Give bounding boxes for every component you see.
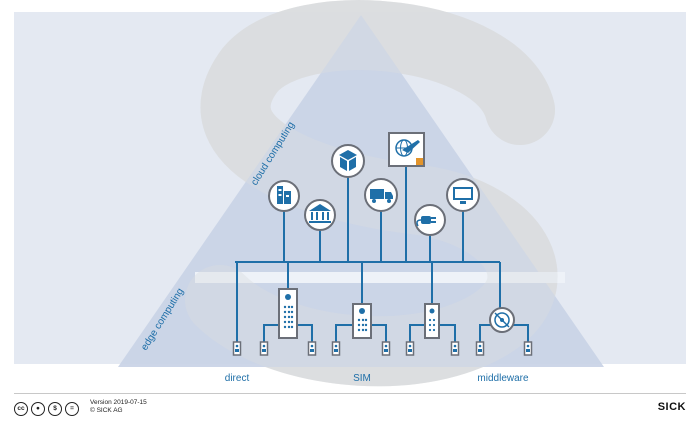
label-middleware: middleware <box>477 373 529 384</box>
label-sim: SIM <box>353 373 371 384</box>
middleware-disc-icon <box>489 307 515 333</box>
sensor-device-icon <box>307 341 317 356</box>
separator-band <box>195 272 565 283</box>
noncommercial-icon: $ <box>48 402 62 416</box>
footer: cc ● $ = Version 2019-07-15 © SICK AG SI… <box>0 393 700 433</box>
version-block: Version 2019-07-15 © SICK AG <box>90 399 147 415</box>
edge-nodes <box>278 288 515 339</box>
copyright-text: © SICK AG <box>90 407 123 414</box>
license-icons: cc ● $ = <box>14 402 79 416</box>
cloud-box-icon <box>331 144 365 178</box>
version-text: Version 2019-07-15 <box>90 399 147 406</box>
label-direct: direct <box>225 373 250 384</box>
cloud-icons <box>268 132 480 236</box>
sensor-device-icon <box>381 341 391 356</box>
attribution-icon: ● <box>31 402 45 416</box>
monitor-icon <box>446 178 480 212</box>
plug-icon <box>414 204 446 236</box>
sensor-device-icon <box>259 341 269 356</box>
brand-logo: SICK <box>657 401 686 413</box>
noderivatives-icon: = <box>65 402 79 416</box>
sensor-device-icon <box>232 341 242 356</box>
cc-license-icon: cc <box>14 402 28 416</box>
truck-icon <box>364 178 398 212</box>
globe-airplane-icon <box>388 132 425 167</box>
sensor-device-icon <box>405 341 415 356</box>
diagram-canvas: cloud computing edge computing <box>14 0 686 387</box>
server-rack-icon <box>352 303 372 339</box>
sensor-device-icon <box>450 341 460 356</box>
building-icon <box>268 180 300 212</box>
server-rack-icon <box>424 303 440 339</box>
sensor-device-icon <box>523 341 533 356</box>
sensor-device-icon <box>331 341 341 356</box>
footer-divider <box>14 393 686 394</box>
server-rack-icon <box>278 288 298 339</box>
sensor-devices <box>232 341 533 356</box>
bank-icon <box>304 199 336 231</box>
sensor-device-icon <box>475 341 485 356</box>
